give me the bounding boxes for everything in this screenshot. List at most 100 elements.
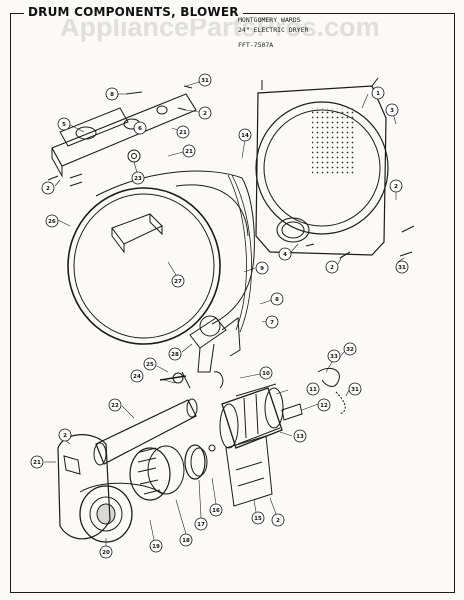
svg-text:11: 11 <box>309 387 317 393</box>
callout-2: 2 <box>198 106 212 120</box>
motor-switch-part <box>281 403 303 421</box>
callout-2: 2 <box>325 260 339 274</box>
svg-text:13: 13 <box>296 434 304 440</box>
callout-11: 11 <box>306 382 320 396</box>
callout-14: 14 <box>238 128 252 142</box>
washer-part <box>172 372 184 384</box>
svg-text:22: 22 <box>111 403 119 409</box>
callout-31: 31 <box>348 382 362 396</box>
svg-text:25: 25 <box>146 362 154 368</box>
svg-text:21: 21 <box>33 460 41 466</box>
callout-1: 1 <box>371 86 385 100</box>
callout-18: 18 <box>179 533 193 547</box>
svg-text:15: 15 <box>254 516 262 522</box>
diagram-title: DRUM COMPONENTS, BLOWER <box>24 5 243 19</box>
svg-text:23: 23 <box>134 176 142 182</box>
motor-mount-part <box>225 435 273 507</box>
svg-text:31: 31 <box>201 78 209 84</box>
callout-12: 12 <box>317 398 331 412</box>
svg-text:3: 3 <box>390 108 394 114</box>
svg-text:14: 14 <box>241 133 249 139</box>
callout-28: 28 <box>168 347 182 361</box>
drum-belt-part <box>227 174 252 333</box>
svg-text:8: 8 <box>110 92 114 98</box>
svg-text:9: 9 <box>260 266 264 272</box>
callout-23: 23 <box>131 171 145 185</box>
callout-17: 17 <box>194 517 208 531</box>
svg-text:2: 2 <box>203 111 207 117</box>
svg-text:24: 24 <box>133 374 141 380</box>
svg-text:26: 26 <box>48 219 56 225</box>
callout-8: 8 <box>270 292 284 306</box>
drum-roller-part <box>127 149 141 163</box>
callout-21: 21 <box>182 144 196 158</box>
callout-32: 32 <box>343 342 357 356</box>
svg-text:31: 31 <box>398 265 406 271</box>
svg-text:2: 2 <box>276 518 280 524</box>
callout-6: 6 <box>133 121 147 135</box>
rear-bulkhead-part <box>255 77 389 256</box>
callout-25: 25 <box>143 357 157 371</box>
svg-text:19: 19 <box>152 544 160 550</box>
callout-21: 21 <box>176 125 190 139</box>
model-line-number: FFT-7507A <box>238 41 274 49</box>
idler-assembly-part <box>189 315 241 373</box>
svg-text:2: 2 <box>46 186 50 192</box>
svg-text:2: 2 <box>330 265 334 271</box>
callout-19: 19 <box>149 539 163 553</box>
svg-text:1: 1 <box>376 91 380 97</box>
ground-wire-part <box>335 391 346 415</box>
callout-8: 8 <box>105 87 119 101</box>
svg-text:28: 28 <box>171 352 179 358</box>
svg-text:7: 7 <box>270 320 274 326</box>
svg-text:12: 12 <box>320 403 328 409</box>
callout-13: 13 <box>293 429 307 443</box>
callout-4: 4 <box>278 247 292 261</box>
svg-text:4: 4 <box>283 252 287 258</box>
callout-31: 31 <box>395 260 409 274</box>
svg-text:18: 18 <box>182 538 190 544</box>
callout-5: 5 <box>57 117 71 131</box>
callout-2: 2 <box>271 513 285 527</box>
svg-text:10: 10 <box>262 371 270 377</box>
model-line-brand: MONTGOMERY WARDS <box>238 16 301 24</box>
svg-text:2: 2 <box>394 184 398 190</box>
part-callouts: 8 31 2 5 6 21 23 21 2 26 14 1 3 2 4 2 31… <box>30 73 409 559</box>
callout-21: 21 <box>30 455 44 469</box>
svg-text:17: 17 <box>197 522 205 528</box>
svg-text:2: 2 <box>63 433 67 439</box>
svg-text:8: 8 <box>275 297 279 303</box>
leader-lines <box>44 81 405 546</box>
svg-text:5: 5 <box>62 122 66 128</box>
callout-24: 24 <box>130 369 144 383</box>
svg-text:27: 27 <box>174 279 182 285</box>
callout-15: 15 <box>251 511 265 525</box>
callout-27: 27 <box>171 274 185 288</box>
callout-3: 3 <box>385 103 399 117</box>
blower-duct-part <box>93 398 198 466</box>
svg-text:31: 31 <box>351 387 359 393</box>
svg-text:21: 21 <box>185 149 193 155</box>
svg-text:20: 20 <box>102 550 110 556</box>
svg-text:6: 6 <box>138 126 142 132</box>
callout-20: 20 <box>99 545 113 559</box>
callout-9: 9 <box>255 261 269 275</box>
callout-26: 26 <box>45 214 59 228</box>
callout-33: 33 <box>327 349 341 363</box>
blower-housing-part <box>57 434 165 543</box>
callout-22: 22 <box>108 398 122 412</box>
model-line-product: 24" ELECTRIC DRYER <box>238 26 309 34</box>
callout-7: 7 <box>265 315 279 329</box>
callout-2: 2 <box>389 179 403 193</box>
callout-31: 31 <box>198 73 212 87</box>
callout-2: 2 <box>41 181 55 195</box>
callout-16: 16 <box>209 503 223 517</box>
blower-wheel-part <box>129 445 185 501</box>
svg-text:32: 32 <box>346 347 354 353</box>
drive-motor-part <box>219 383 284 449</box>
drum-part <box>67 170 255 345</box>
motor-pulley-part <box>184 444 216 480</box>
screws-part <box>47 85 415 259</box>
